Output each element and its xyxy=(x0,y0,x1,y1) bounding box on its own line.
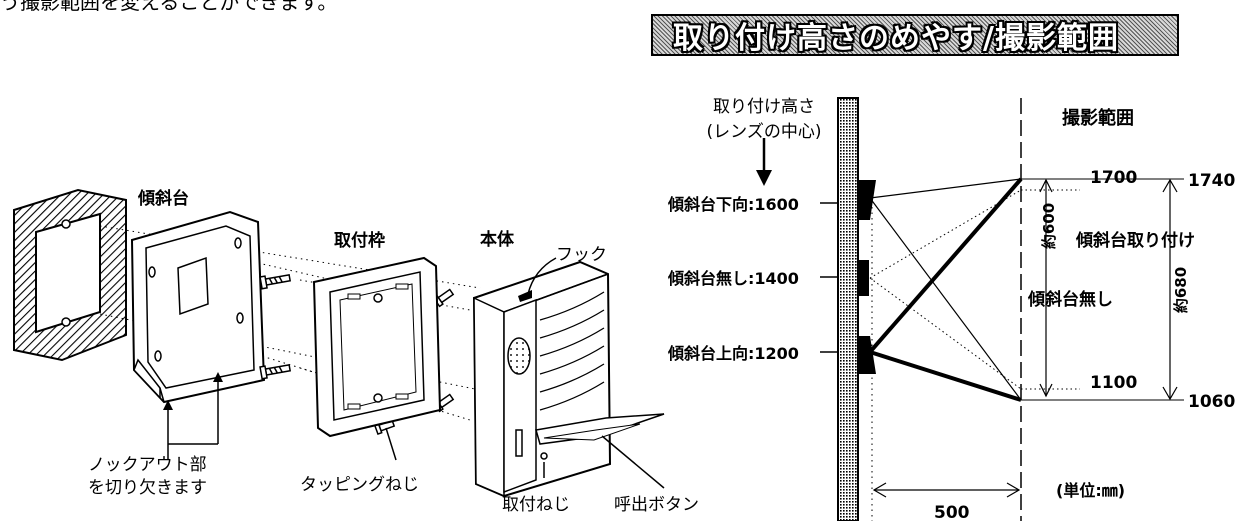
assembly-illustration xyxy=(13,188,665,498)
hook-label: フック xyxy=(556,245,607,265)
unit-label: (単位:㎜) xyxy=(1056,481,1125,500)
distance-label: 500 xyxy=(934,503,970,521)
section-title-bar: 取り付け高さのめやす/撮影範囲 xyxy=(651,14,1179,56)
range-title: 撮影範囲 xyxy=(1062,107,1134,129)
frame-label: 取付枠 xyxy=(334,230,385,251)
camera-none-icon xyxy=(857,260,869,296)
label-no-tilt: 傾斜台無し xyxy=(1027,289,1113,310)
down-arrow-icon xyxy=(756,170,772,186)
value-1700: 1700 xyxy=(1090,168,1137,188)
intercom-body-icon xyxy=(472,260,665,498)
wall-section-icon xyxy=(837,97,859,521)
assembly-leader-lines xyxy=(167,257,665,489)
call-button-label: 呼出ボタン xyxy=(614,495,699,515)
mount-screw-label: 取付ねじ xyxy=(502,495,570,515)
row-no-tilt: 傾斜台無し:1400 xyxy=(667,269,799,288)
tapping-screw-label: タッピングねじ xyxy=(300,475,419,495)
height-diagram xyxy=(756,97,1184,521)
camera-up-icon xyxy=(857,336,876,374)
label-with-tilt: 傾斜台取り付け xyxy=(1075,230,1195,251)
intro-text: う撮影範囲を変えることができます。 xyxy=(0,0,338,14)
knockout-label-line1: ノックアウト部 xyxy=(88,455,207,475)
approx-600-label: 約600 xyxy=(1040,203,1058,249)
body-label: 本体 xyxy=(480,229,515,250)
camera-down-icon xyxy=(857,180,876,220)
row-tilt-down: 傾斜台下向:1600 xyxy=(667,195,799,214)
mount-height-title: 取り付け高さ xyxy=(713,97,815,117)
tilt-base-icon xyxy=(130,210,266,404)
knockout-label-line2: を切り欠きます xyxy=(88,478,207,498)
mount-height-subtitle: (レンズの中心) xyxy=(707,122,822,142)
approx-680-label: 約680 xyxy=(1172,267,1190,313)
section-title: 取り付け高さのめやす/撮影範囲 xyxy=(673,21,1119,56)
value-1100: 1100 xyxy=(1090,373,1137,393)
mounting-frame-icon xyxy=(312,256,442,438)
value-1740: 1740 xyxy=(1188,171,1235,191)
tilt-base-label: 傾斜台 xyxy=(137,188,189,209)
wall-box-icon xyxy=(13,188,127,362)
row-tilt-up: 傾斜台上向:1200 xyxy=(667,344,799,363)
value-1060: 1060 xyxy=(1188,392,1235,412)
